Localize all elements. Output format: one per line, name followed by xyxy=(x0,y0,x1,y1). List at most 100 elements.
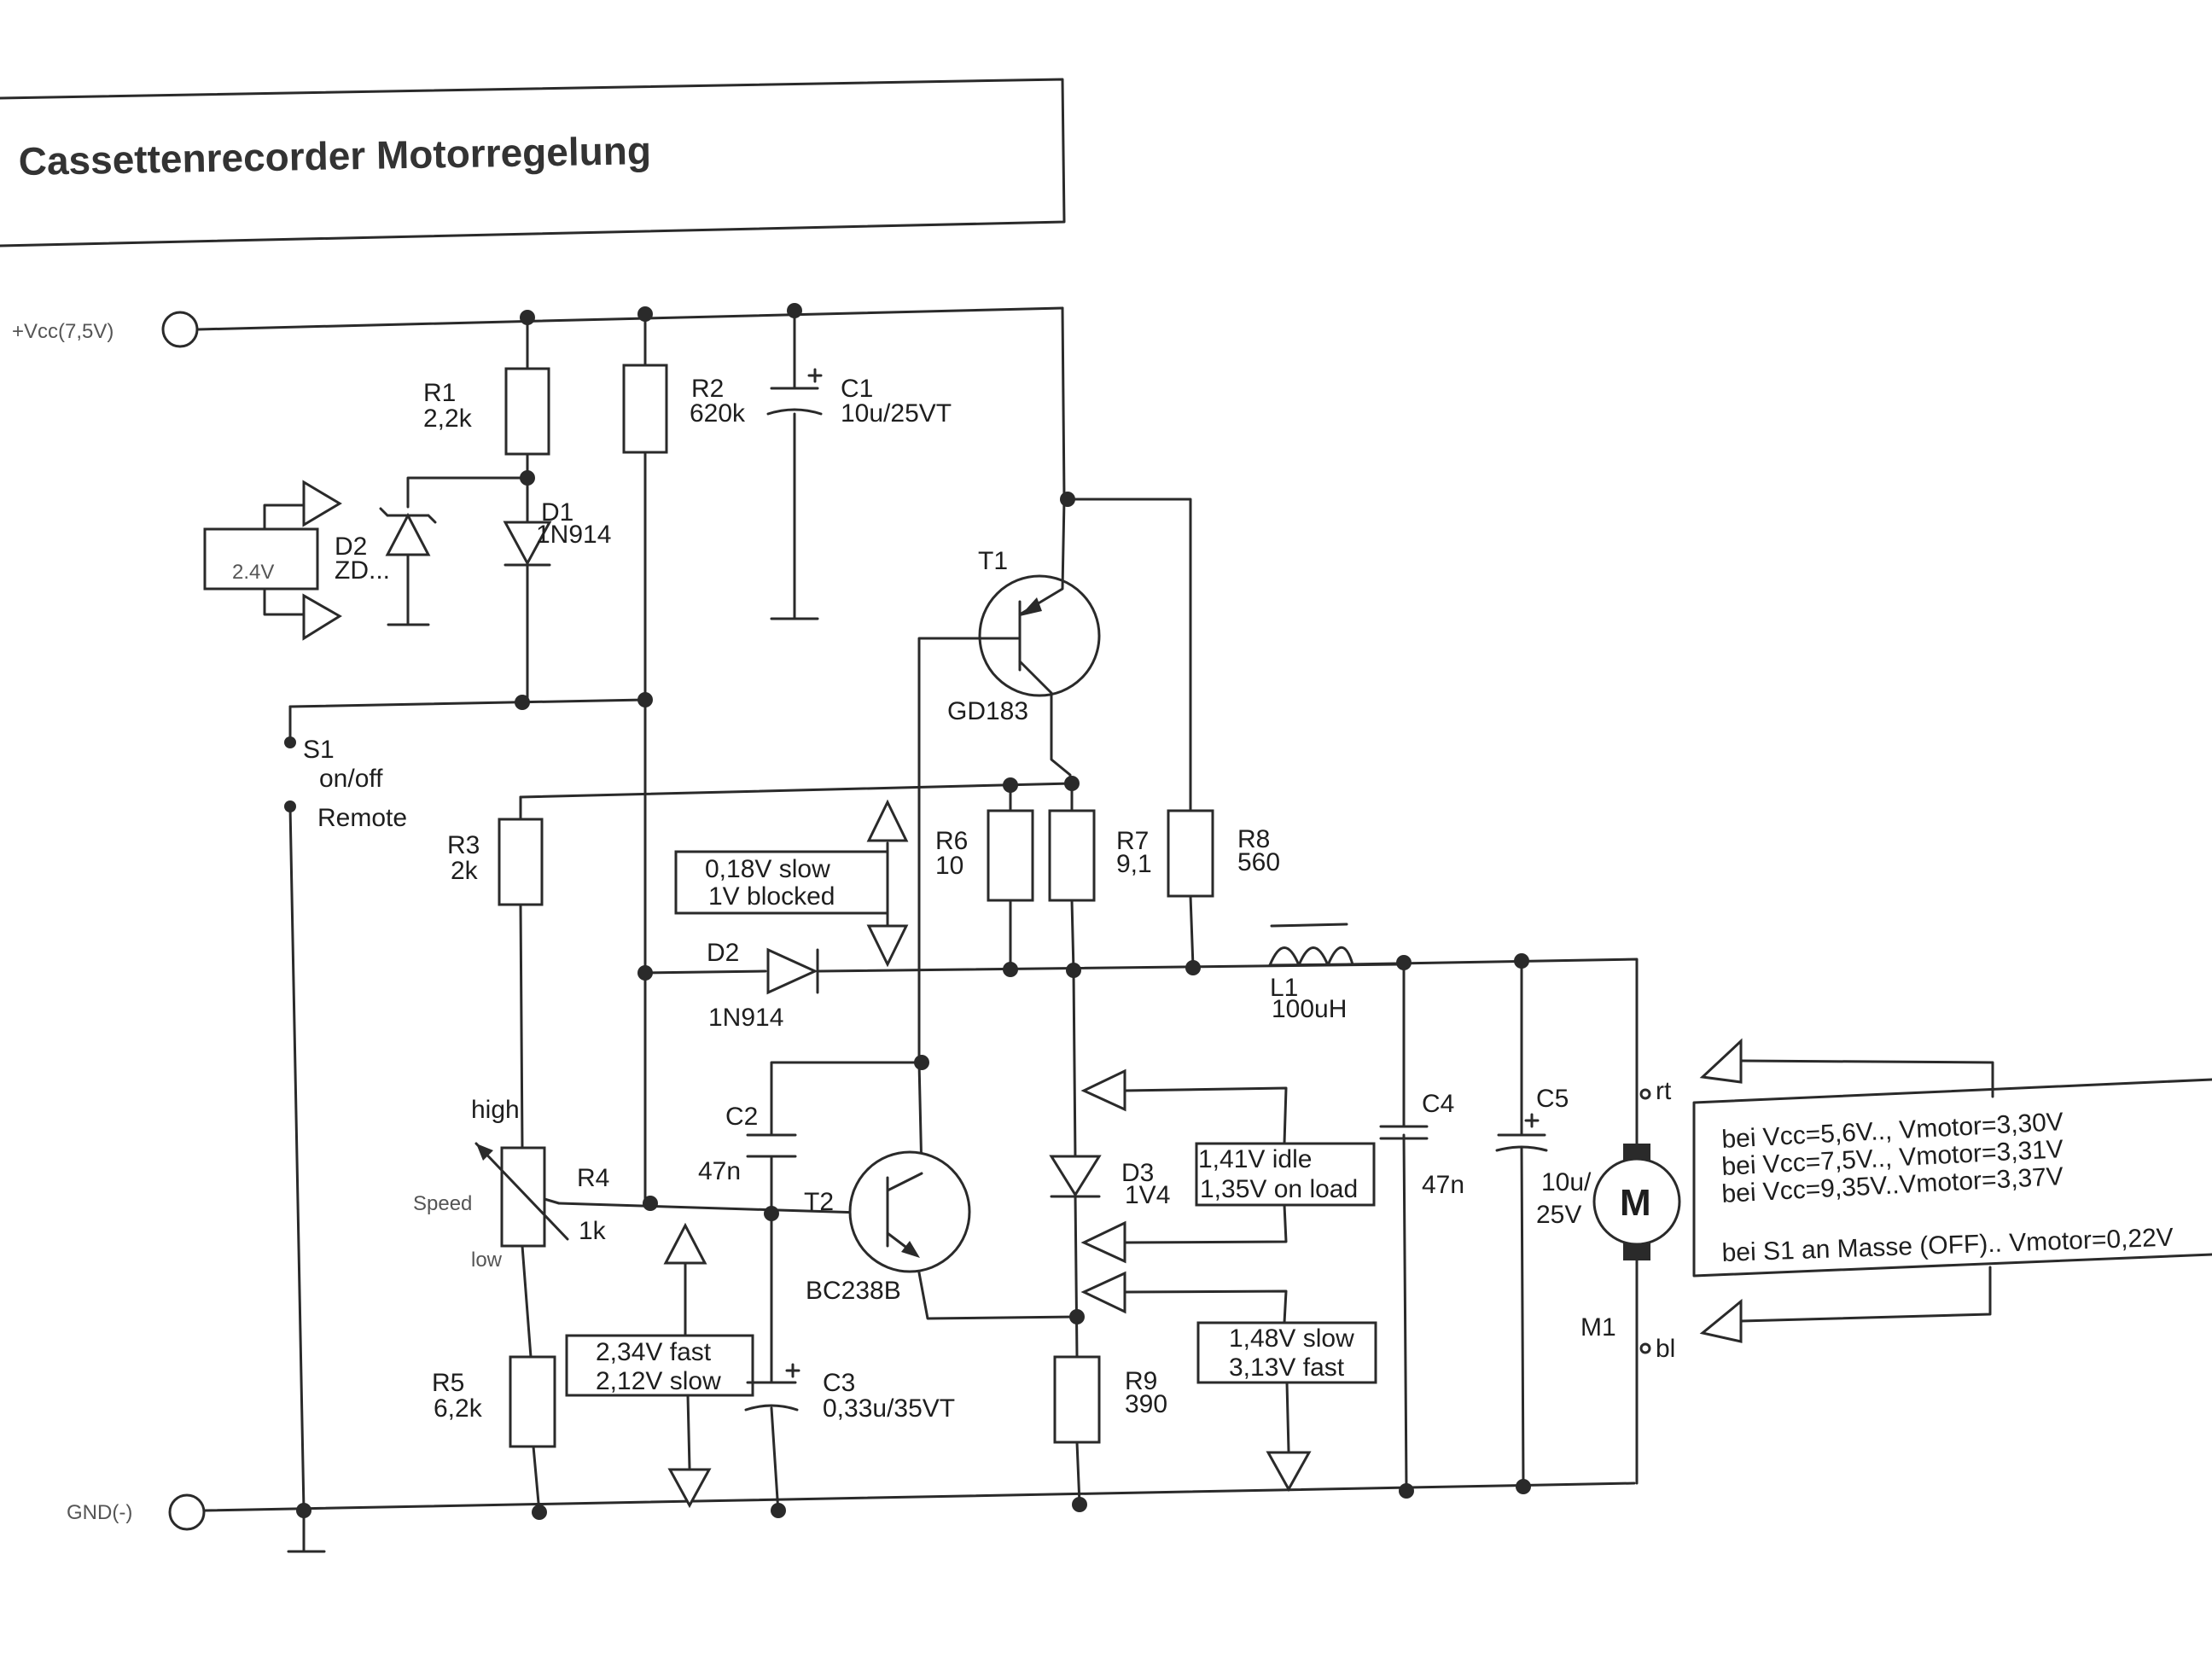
d3-value: 1V4 xyxy=(1125,1181,1170,1209)
vcc-label: +Vcc(7,5V) xyxy=(12,320,114,343)
title: Cassettenrecorder Motorregelung xyxy=(18,128,651,183)
resistor-r2: R2 620k xyxy=(622,364,746,454)
c4-ref: C4 xyxy=(1422,1090,1454,1118)
vcc-connector xyxy=(161,311,199,348)
capacitor-c5: C5 10u/ 25V xyxy=(1495,1085,1592,1229)
diode-d3: D3 1V4 xyxy=(1049,1155,1170,1209)
r3-value: 2k xyxy=(451,857,479,885)
wires xyxy=(196,306,1639,1553)
d2-value: 1N914 xyxy=(708,1004,783,1032)
probe-r9-line2: 3,13V fast xyxy=(1229,1353,1345,1382)
m1-pin-rt: rt xyxy=(1656,1077,1672,1105)
r1-ref: R1 xyxy=(423,379,456,407)
probe-r4: 2,34V fast 2,12V slow xyxy=(565,1222,754,1509)
zener-value: ZD... xyxy=(335,556,390,585)
note-line4: bei S1 an Masse (OFF).. Vmotor=0,22V xyxy=(1721,1224,2174,1267)
transistor-t2: T2 BC238B xyxy=(804,1150,971,1305)
r5-value: 6,2k xyxy=(434,1394,483,1423)
d1-value: 1N914 xyxy=(536,521,611,549)
s1-ref: S1 xyxy=(303,736,335,764)
r4-value: 1k xyxy=(579,1217,607,1245)
c5-value2: 25V xyxy=(1536,1201,1581,1229)
capacitor-c3: C3 0,33u/35VT xyxy=(744,1363,955,1423)
diode-d1: D1 1N914 xyxy=(503,498,611,567)
motor-m1: M M1 rt bl xyxy=(1580,1077,1681,1363)
probe-r9-line1: 1,48V slow xyxy=(1229,1324,1354,1353)
r9-ref: R9 xyxy=(1125,1367,1157,1395)
gnd-connector xyxy=(168,1493,206,1531)
gnd-terminal: GND(-) xyxy=(67,1493,206,1531)
r3-ref: R3 xyxy=(447,831,480,859)
d1-ref: D1 xyxy=(541,498,573,527)
m1-pin-bl: bl xyxy=(1656,1335,1675,1363)
probe-d3-line1: 1,41V idle xyxy=(1198,1145,1312,1173)
diode-d2: D2 1N914 xyxy=(707,939,819,1032)
c3-value: 0,33u/35VT xyxy=(823,1394,955,1423)
probe-zener-text: 2.4V xyxy=(232,561,274,584)
switch-s1: S1 on/off Remote xyxy=(284,736,407,832)
title-box: Cassettenrecorder Motorregelung xyxy=(0,78,1066,247)
resistor-r1: R1 2,2k xyxy=(423,367,550,456)
probe-base-line2: 1V blocked xyxy=(708,882,835,911)
resistor-r6: R6 10 xyxy=(935,809,1034,902)
c4-value: 47n xyxy=(1422,1171,1464,1199)
probe-r4-line2: 2,12V slow xyxy=(596,1367,721,1395)
resistor-r8: R8 560 xyxy=(1167,809,1280,898)
c1-ref: C1 xyxy=(841,375,873,403)
s1-line1: on/off xyxy=(319,765,383,793)
vcc-terminal: +Vcc(7,5V) xyxy=(12,311,199,348)
r8-ref: R8 xyxy=(1237,825,1270,853)
r1-value: 2,2k xyxy=(423,405,473,433)
r6-value: 10 xyxy=(935,852,963,880)
probe-base-t1: 0,18V slow 1V blocked xyxy=(674,799,909,968)
t1-value: GD183 xyxy=(947,697,1028,725)
r8-value: 560 xyxy=(1237,848,1280,876)
probe-zener: 2.4V xyxy=(203,480,342,641)
zener-d2: D2 ZD... xyxy=(335,507,437,626)
r4-high: high xyxy=(471,1096,520,1124)
t2-ref: T2 xyxy=(804,1188,834,1216)
r6-ref: R6 xyxy=(935,827,968,855)
resistor-r5: R5 6,2k xyxy=(432,1355,556,1448)
probe-d3-line2: 1,35V on load xyxy=(1200,1175,1358,1203)
motor-note: bei Vcc=5,6V.., Vmotor=3,30V bei Vcc=7,5… xyxy=(1692,1038,2212,1343)
c3-ref: C3 xyxy=(823,1369,855,1397)
resistor-r9: R9 390 xyxy=(1053,1355,1167,1444)
c1-value: 10u/25VT xyxy=(841,399,952,428)
l1-value: 100uH xyxy=(1272,995,1347,1023)
r2-ref: R2 xyxy=(691,375,724,403)
zener-ref: D2 xyxy=(335,533,367,561)
r4-speed: Speed xyxy=(413,1192,472,1215)
t2-value: BC238B xyxy=(806,1277,901,1305)
capacitor-c4: C4 47n xyxy=(1379,1090,1464,1199)
c5-ref: C5 xyxy=(1536,1085,1569,1113)
gnd-label: GND(-) xyxy=(67,1501,132,1524)
capacitor-c2: C2 47n xyxy=(698,1103,797,1185)
r4-ref: R4 xyxy=(577,1164,609,1192)
r7-value: 9,1 xyxy=(1116,850,1152,878)
probe-base-line1: 0,18V slow xyxy=(705,855,830,883)
probe-r9: 1,48V slow 3,13V fast xyxy=(1080,1271,1377,1493)
d2-ref: D2 xyxy=(707,939,739,967)
probe-d3: 1,41V idle 1,35V on load xyxy=(1080,1068,1376,1264)
r5-ref: R5 xyxy=(432,1369,464,1397)
transistor-t1: T1 GD183 xyxy=(947,498,1101,725)
m1-ref: M1 xyxy=(1580,1313,1616,1342)
probe-r4-line1: 2,34V fast xyxy=(596,1338,712,1366)
s1-line2: Remote xyxy=(317,804,407,832)
t1-ref: T1 xyxy=(978,547,1008,575)
inductor-l1: L1 100uH xyxy=(1268,923,1354,1023)
r2-value: 620k xyxy=(690,399,746,428)
r7-ref: R7 xyxy=(1116,827,1149,855)
c2-ref: C2 xyxy=(725,1103,758,1131)
motor-letter: M xyxy=(1620,1182,1651,1224)
c5-value1: 10u/ xyxy=(1541,1168,1592,1196)
resistor-r3: R3 2k xyxy=(447,818,544,906)
l1-ref: L1 xyxy=(1270,974,1298,1002)
resistor-r7: R7 9,1 xyxy=(1048,809,1152,902)
r9-value: 390 xyxy=(1125,1390,1167,1418)
c2-value: 47n xyxy=(698,1157,741,1185)
capacitor-c1: C1 10u/25VT xyxy=(766,368,952,428)
potentiometer-r4: high Speed low R4 1k xyxy=(413,1096,609,1272)
